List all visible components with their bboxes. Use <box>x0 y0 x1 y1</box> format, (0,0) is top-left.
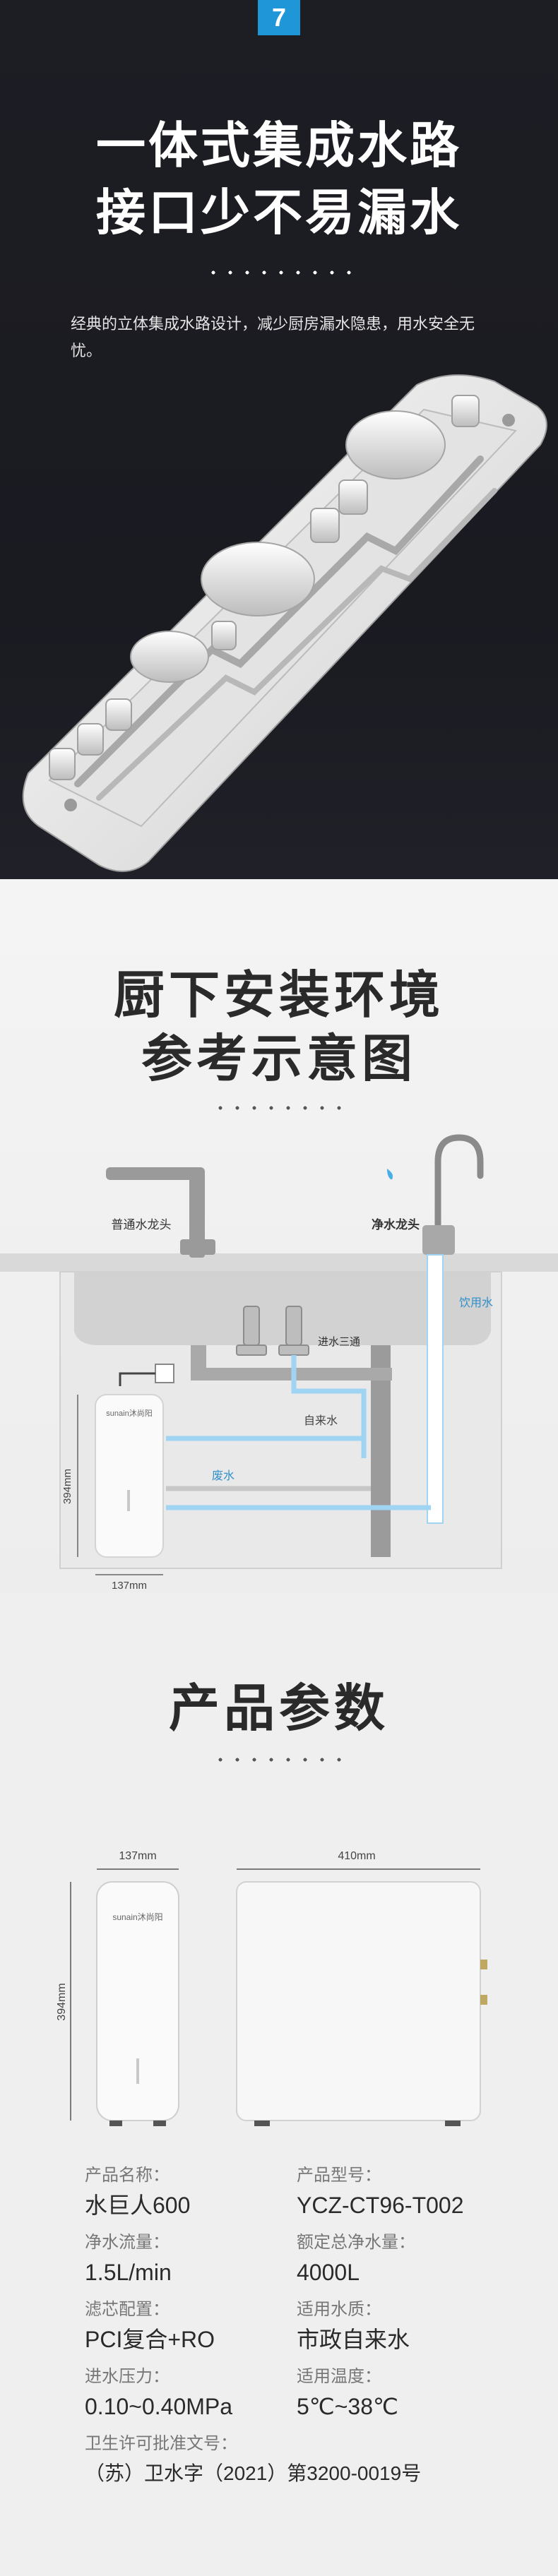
tap-water-label: 自来水 <box>304 1414 338 1427</box>
pure-faucet-label: 净水龙头 <box>372 1217 420 1232</box>
side-view-device <box>236 1881 481 2121</box>
width-dim-label: 137mm <box>112 1580 147 1592</box>
spec-water-quality: 适用水质： 市政自来水 <box>297 2300 410 2352</box>
product-dimension-drawing: 137mm sunain沐尚阳 394mm 410mm <box>56 1850 487 2126</box>
height-dim-label: 394mm <box>61 1469 73 1504</box>
spec-product-name: 产品名称： 水巨人600 <box>85 2166 191 2218</box>
normal-faucet-label: 普通水龙头 <box>112 1218 172 1232</box>
installation-diagram: 普通水龙头 净水龙头 饮用水 进水三通 自来水 废水 <box>0 1134 558 1592</box>
parameters-section: 产品参数 137mm sunain沐尚阳 394mm 410mm 产品名称： 水… <box>0 1592 558 2576</box>
waste-water-label: 废水 <box>212 1469 235 1482</box>
install-title-line2: 参考示意图 <box>141 1031 417 1087</box>
spec-filter-config: 滤芯配置： PCI复合+RO <box>85 2300 215 2352</box>
install-dot-divider <box>212 1105 353 1111</box>
integrated-waterway-illustration <box>22 374 547 872</box>
section-number-badge: 7 <box>258 0 300 35</box>
spec-temperature: 适用温度： 5℃~38℃ <box>297 2367 398 2419</box>
hero-section: 7 一体式集成水路 接口少不易漏水 经典的立体集成水路设计，减少厨房漏水隐患，用… <box>0 0 558 879</box>
pure-faucet-icon <box>387 1134 484 1255</box>
side-width-label: 410mm <box>338 1850 375 1862</box>
spec-health-license: 卫生许可批准文号： （苏）卫水字（2021）第3200-0019号 <box>85 2434 422 2484</box>
countertop <box>0 1253 558 1272</box>
drain-stub <box>191 1345 206 1373</box>
hero-title-line2: 接口少不易漏水 <box>96 185 462 240</box>
purifier-device <box>95 1394 164 1558</box>
inlet-tee-label: 进水三通 <box>318 1336 360 1348</box>
front-brand-label: sunain沐尚阳 <box>112 1912 162 1922</box>
hero-description: 经典的立体集成水路设计，减少厨房漏水隐患，用水安全无忧。 <box>71 315 475 359</box>
spec-flow-rate: 净水流量： 1.5L/min <box>85 2233 172 2285</box>
params-dot-divider <box>212 1757 353 1763</box>
hero-title-line1: 一体式集成水路 <box>96 118 462 173</box>
hero-dot-divider <box>205 270 360 275</box>
spec-inlet-pressure: 进水压力： 0.10~0.40MPa <box>85 2367 233 2419</box>
spec-total-capacity: 额定总净水量： 4000L <box>297 2233 415 2285</box>
installation-section: 厨下安装环境 参考示意图 普通水龙头 净水龙头 饮用水 <box>0 879 558 1592</box>
device-brand-label: sunain沐尚阳 <box>106 1408 152 1418</box>
height-label: 394mm <box>56 1983 68 2020</box>
normal-faucet-icon <box>106 1167 215 1258</box>
front-view-device <box>96 1881 179 2121</box>
drinking-water-pipe <box>427 1254 444 1524</box>
drinking-water-label: 饮用水 <box>459 1296 493 1309</box>
params-title: 产品参数 <box>168 1681 389 1737</box>
sink-basin <box>74 1272 491 1345</box>
power-socket-icon <box>155 1364 174 1383</box>
spec-product-model: 产品型号： YCZ-CT96-T002 <box>297 2166 464 2218</box>
front-width-label: 137mm <box>119 1850 156 1862</box>
install-title-line1: 厨下安装环境 <box>113 967 444 1024</box>
